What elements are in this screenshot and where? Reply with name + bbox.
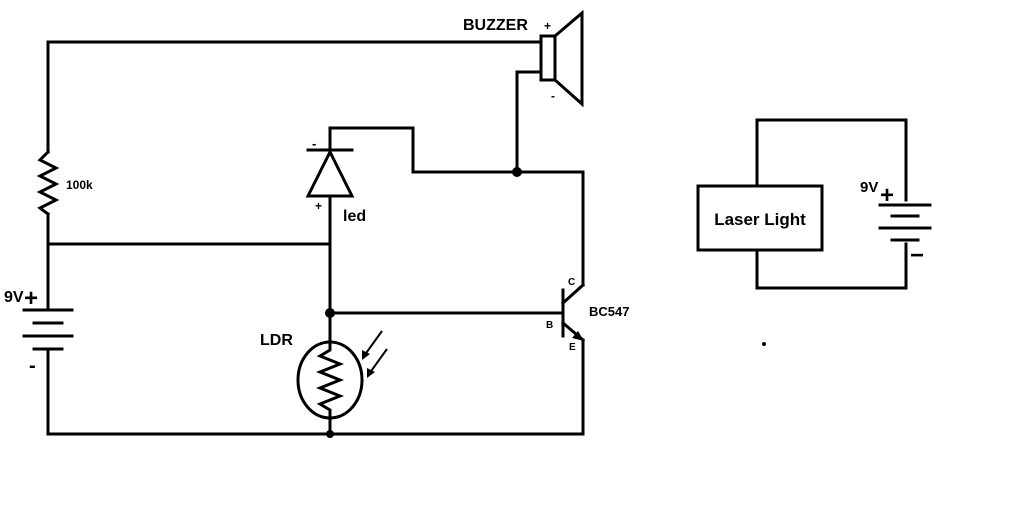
buzzer-plus-sign: + [544,19,551,33]
battery-left-symbol [22,308,74,351]
wire-buzzer-minus [515,70,543,174]
transistor-collector-label: C [568,277,575,288]
buzzer-symbol [539,9,584,108]
buzzer-label: BUZZER [463,17,528,34]
ldr-symbol [296,330,388,420]
resistor-100k-symbol [36,149,60,217]
transistor-label: BC547 [589,304,629,319]
stray-dot [762,342,766,346]
led-symbol [305,148,355,198]
battery-right-label: 9V [860,179,878,196]
battery-left-plus: + [24,285,38,312]
battery-left-minus: - [29,355,36,377]
battery-left-label: 9V [4,289,24,306]
buzzer-minus-sign: - [551,89,555,103]
laser-light-box [696,184,824,252]
laser-light-label: Laser Light [714,210,806,229]
transistor-emitter-label: E [569,342,576,353]
transistor-bc547-symbol [560,282,586,343]
ldr-label: LDR [260,332,293,349]
battery-right-minus: − [910,242,924,269]
resistor-label: 100k [66,178,93,192]
led-plus-sign: + [315,199,322,213]
junction-dot-collector [512,167,522,177]
battery-right-symbol [878,203,932,242]
led-minus-sign: - [312,136,316,151]
transistor-base-label: B [546,320,553,331]
wire-led-top [328,126,585,174]
led-label: led [343,208,366,225]
junction-dot-ground [326,430,334,438]
battery-right-plus: + [880,182,894,209]
laser-circuit-wires [755,118,908,290]
junction-dot-base [325,308,335,318]
